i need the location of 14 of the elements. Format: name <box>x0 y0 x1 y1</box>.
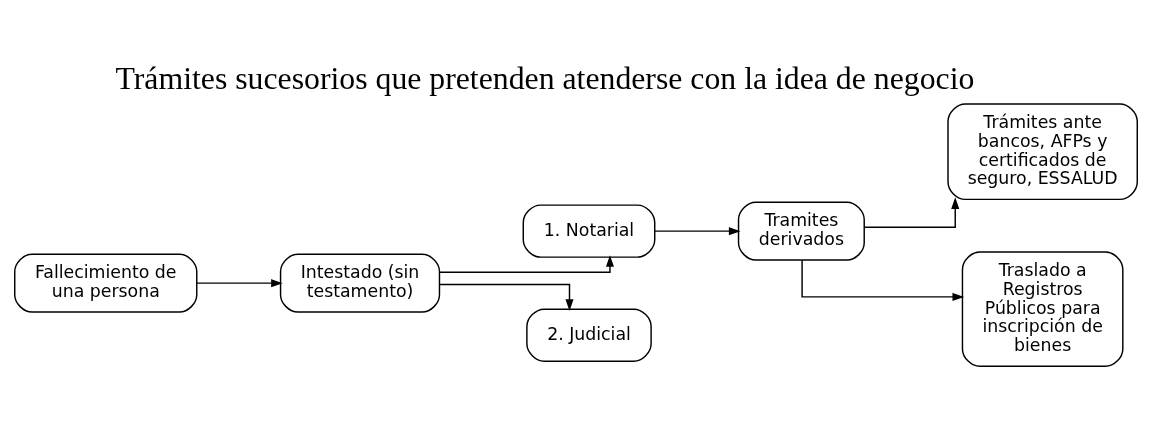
node-box: Fallecimiento de una persona <box>14 253 198 313</box>
node-box: Traslado a Registros Públicos para inscripción de bienes <box>961 250 1124 367</box>
node-box: Trámites ante bancos, AFPs y certificados de seguro, ESSALUD <box>947 102 1138 200</box>
arrow <box>439 283 574 311</box>
arrow <box>196 278 283 287</box>
arrow <box>654 226 741 235</box>
arrow <box>439 254 614 273</box>
node-box: 2. Judicial <box>526 307 652 362</box>
arrow <box>863 196 960 228</box>
node-box: Intestado (sin testamento) <box>279 253 441 313</box>
node-box: Tramites derivados <box>737 201 865 261</box>
arrow <box>801 258 965 301</box>
diagram-title: Trámites sucesorios que pretenden atenderse con la idea de negocio <box>115 60 975 96</box>
node-box: 1. Notarial <box>522 203 656 258</box>
